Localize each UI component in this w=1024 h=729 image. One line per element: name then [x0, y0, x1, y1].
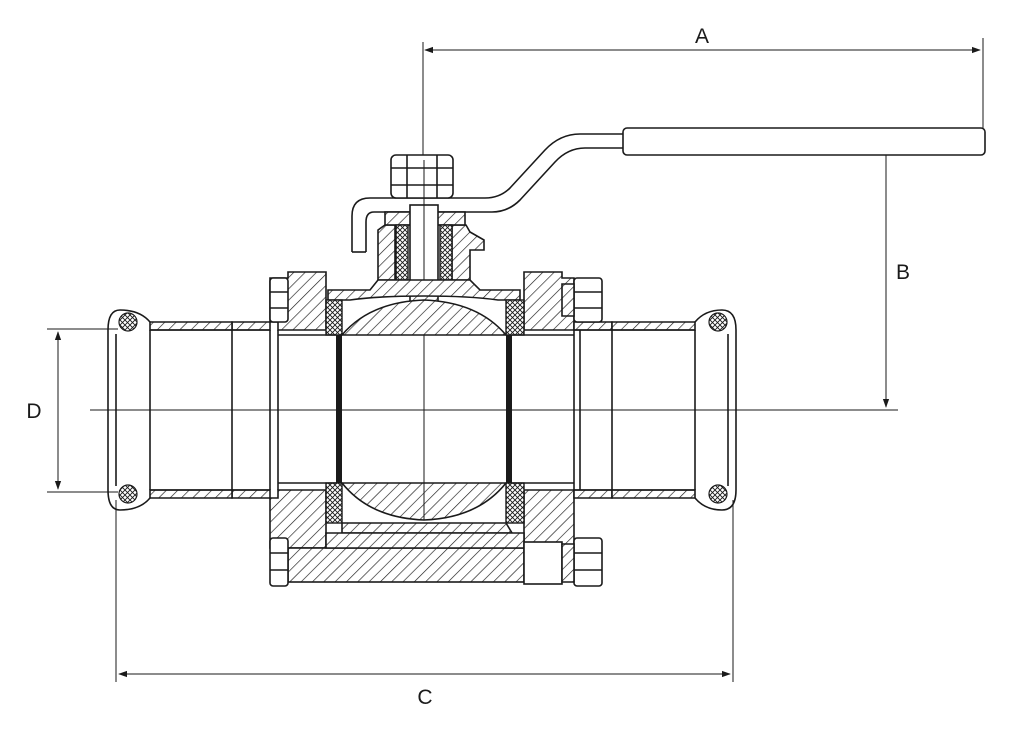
dimension-d: D: [26, 328, 118, 493]
dimension-c-label: C: [417, 686, 432, 709]
lever-handle: [351, 127, 986, 253]
dimension-b: B: [882, 131, 910, 408]
valve-body-top: [327, 279, 521, 301]
bolt-bottom-right: [523, 537, 603, 587]
bolt-top-left: [269, 277, 289, 323]
ball: [336, 299, 512, 521]
dimension-c: C: [115, 500, 734, 709]
dimension-a-label: A: [695, 25, 709, 48]
bolt-top-right: [561, 277, 603, 323]
dimension-b-label: B: [896, 261, 910, 284]
left-press-fitting: [107, 309, 279, 511]
bore-lines: [278, 334, 574, 484]
bolt-bottom-left: [269, 537, 289, 587]
right-press-fitting: [573, 309, 737, 511]
stem-nut: [390, 154, 454, 199]
dimension-a: A: [422, 25, 984, 160]
dimension-d-label: D: [26, 400, 41, 423]
